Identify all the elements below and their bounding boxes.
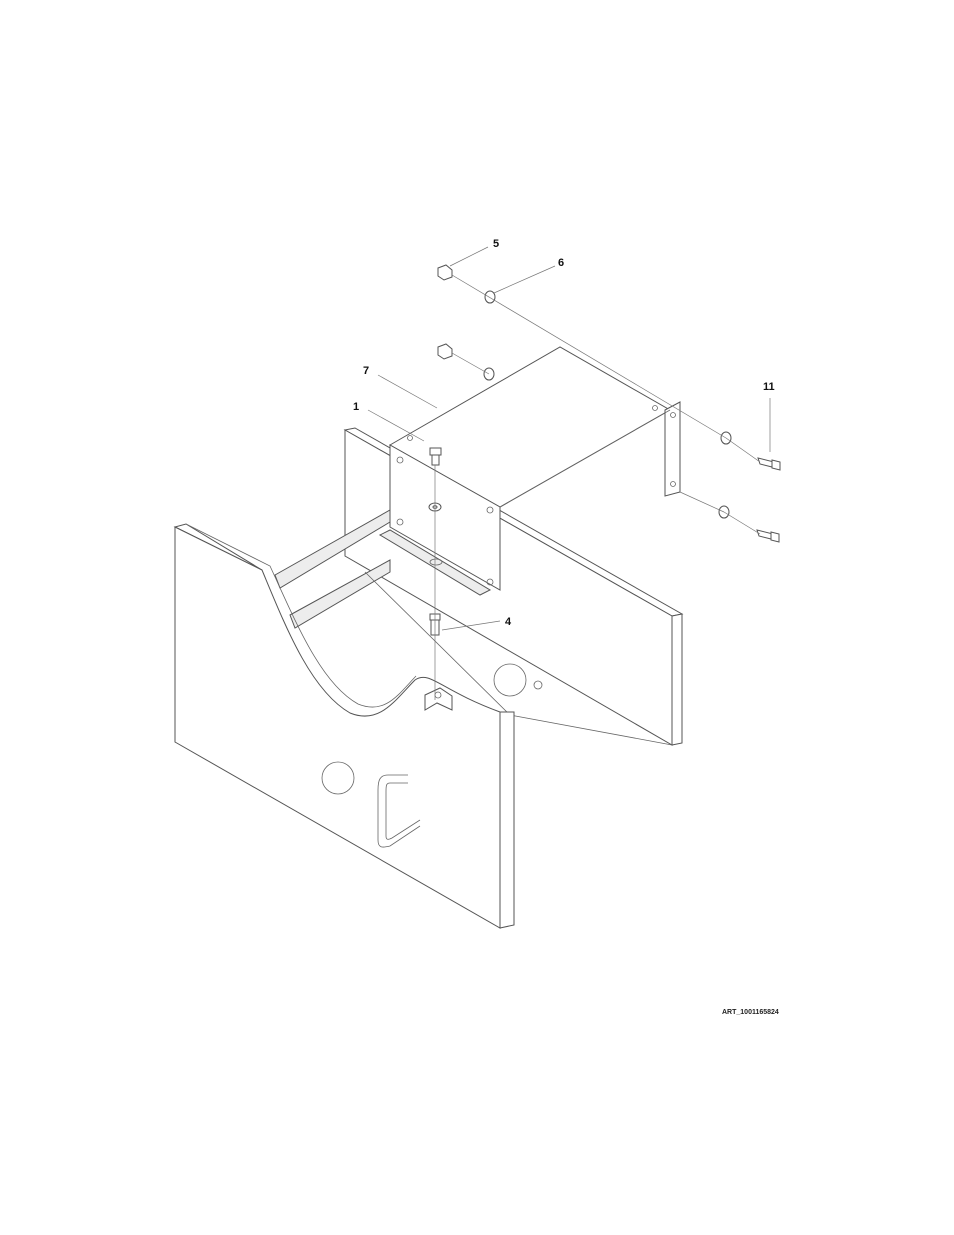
callout-6: 6 — [558, 257, 564, 269]
callout-7: 7 — [363, 365, 369, 377]
callout-1: 1 — [353, 401, 359, 413]
callout-5: 5 — [493, 238, 499, 250]
callout-4: 4 — [505, 616, 512, 628]
art-id-label: ART_1001165824 — [722, 1009, 779, 1016]
callout-11: 11 — [763, 381, 775, 393]
